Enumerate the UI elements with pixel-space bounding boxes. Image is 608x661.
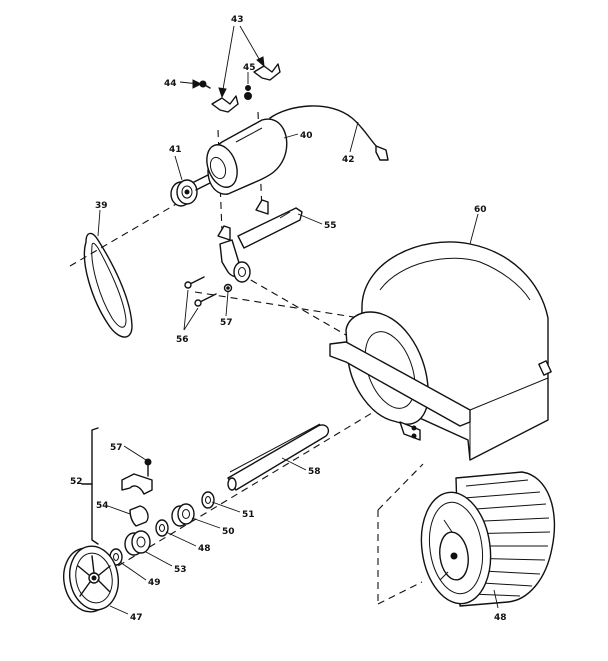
callout-50: 60 <box>474 205 487 215</box>
blower-wheel <box>420 471 556 607</box>
callout-52: 52 <box>70 477 83 487</box>
callout-48-lower: 49 <box>148 578 161 588</box>
callout-48-upper: 48 <box>198 544 211 554</box>
callout-60: 51 <box>242 510 255 520</box>
callout-44: 44 <box>164 79 177 89</box>
callout-47: 47 <box>130 613 143 623</box>
motor <box>193 118 288 195</box>
group-bracket <box>91 427 99 545</box>
callout-41: 41 <box>169 145 182 155</box>
callout-57-upper: 57 <box>220 318 233 328</box>
callout-43: 43 <box>231 15 244 25</box>
bearing-parts <box>109 458 215 566</box>
callout-55: 55 <box>324 221 337 231</box>
callout-45: 45 <box>243 63 256 73</box>
motor-bracket <box>217 199 303 283</box>
leader-lines <box>97 25 499 615</box>
blower-shaft <box>227 423 330 491</box>
callout-40: 40 <box>300 131 313 141</box>
wing-clips <box>211 63 281 113</box>
v-belt <box>83 232 133 338</box>
callout-51: 48 <box>494 613 507 623</box>
callout-54: 54 <box>96 501 109 511</box>
callout-58: 58 <box>308 467 321 477</box>
motor-pulley <box>170 179 198 207</box>
callout-39: 39 <box>95 201 108 211</box>
mount-screws <box>199 80 252 100</box>
callout-57-lower: 57 <box>110 443 123 453</box>
callout-53: 53 <box>174 565 187 575</box>
callout-42: 42 <box>342 155 355 165</box>
blower-pulley <box>63 545 119 613</box>
bracket-bolts <box>184 276 233 307</box>
callout-56: 56 <box>176 335 189 345</box>
blower-housing <box>329 241 552 461</box>
callout-labels: 43 44 45 40 42 41 39 55 60 56 57 57 58 5… <box>70 15 507 623</box>
callout-49: 50 <box>222 527 235 537</box>
wire-harness <box>269 105 389 161</box>
